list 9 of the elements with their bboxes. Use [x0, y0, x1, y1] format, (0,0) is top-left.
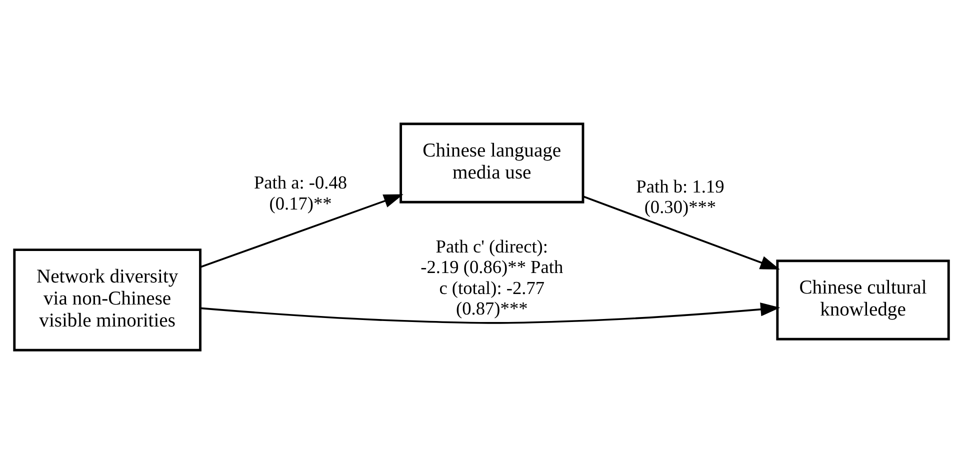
node-box: Chinese cultural knowledge — [776, 260, 950, 340]
arrow — [200, 302, 780, 324]
arrow — [582, 196, 780, 270]
node-box: Chinese language media use — [399, 122, 584, 204]
arrow — [200, 194, 403, 268]
edge-label: Path b: 1.19 (0.30)*** — [636, 176, 724, 218]
node-box: Network diversity via non-Chinese visible minorities — [12, 248, 201, 352]
edge-label: Path a: -0.48 (0.17)** — [253, 172, 347, 214]
edge-label: Path c' (direct): -2.19 (0.86)** Path c (total): -2.77 (0.87)*** — [420, 236, 563, 319]
